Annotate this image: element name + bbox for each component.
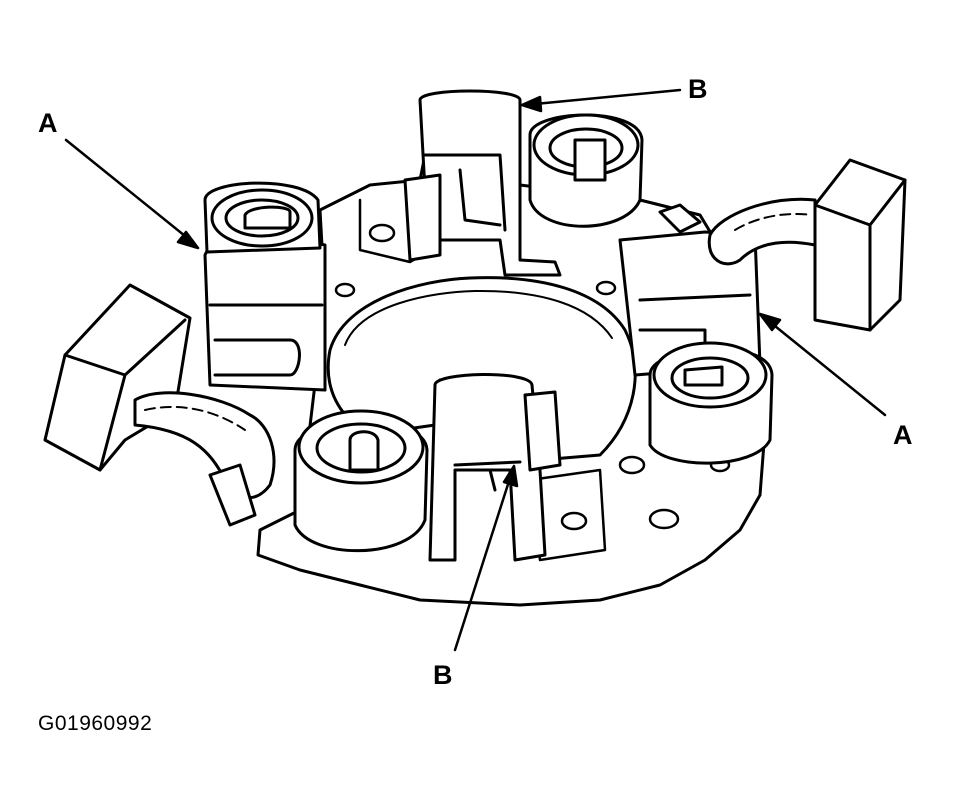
figure-id-label: G01960992 [38, 712, 153, 735]
mounting-holes [336, 225, 729, 529]
carbon-brush-left [45, 285, 274, 525]
brush-holder-right [620, 232, 772, 463]
callout-a-right: A [893, 420, 913, 450]
callout-b-top: B [688, 74, 708, 104]
callout-b-bottom: B [433, 660, 453, 690]
brush-holder-bottom [295, 374, 560, 560]
leader-arrows [66, 90, 885, 650]
center-opening-rim [345, 291, 612, 345]
carbon-brush-right [660, 160, 905, 330]
brush-holder-top [405, 91, 642, 275]
brush-wire-left [135, 393, 274, 498]
brush-holder-left [205, 183, 325, 390]
brush-wire-right [709, 199, 815, 264]
callout-a-left: A [38, 108, 58, 138]
